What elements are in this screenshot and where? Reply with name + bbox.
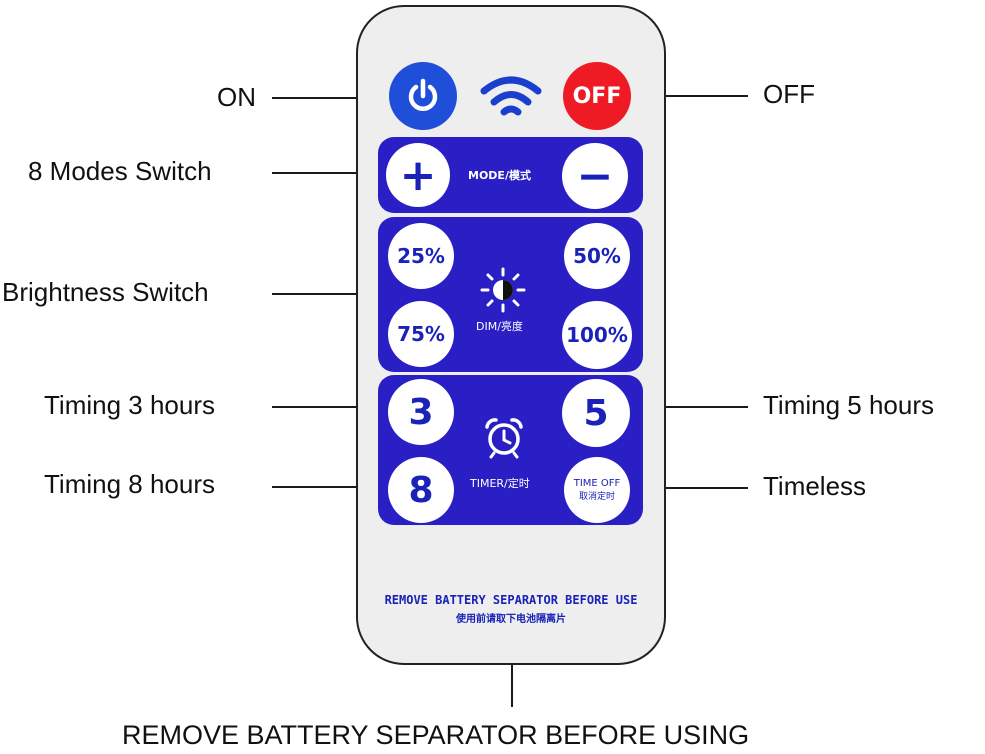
brightness-100-label: 100% bbox=[566, 323, 628, 347]
brightness-50-button[interactable]: 50% bbox=[564, 223, 630, 289]
leader-line-timing-8 bbox=[272, 486, 372, 488]
time-off-label-en: TIME OFF bbox=[573, 478, 621, 489]
dim-label: DIM/亮度 bbox=[476, 320, 523, 333]
leader-line-timing-5 bbox=[652, 406, 748, 408]
timer-label: TIMER/定时 bbox=[470, 477, 530, 490]
timer-8-hours-button[interactable]: 8 bbox=[388, 457, 454, 523]
leader-line-brightness bbox=[272, 293, 380, 295]
timer-panel: 3 5 TIMER/定时 8 TIME OFF 取消定时 bbox=[378, 375, 643, 525]
on-button[interactable] bbox=[389, 62, 457, 130]
timer-5-label: 5 bbox=[583, 392, 609, 434]
power-icon bbox=[408, 78, 438, 111]
callout-timing-5-hours: Timing 5 hours bbox=[763, 390, 934, 420]
leader-line-on bbox=[272, 97, 372, 99]
brightness-75-label: 75% bbox=[397, 322, 445, 346]
leader-line-bottom bbox=[511, 641, 513, 707]
callout-modes-switch: 8 Modes Switch bbox=[28, 156, 212, 186]
callout-off: OFF bbox=[763, 79, 815, 109]
callout-timeless: Timeless bbox=[763, 471, 867, 501]
callout-remove-battery-separator: REMOVE BATTERY SEPARATOR BEFORE USING bbox=[122, 720, 750, 750]
mode-minus-button[interactable]: − bbox=[562, 143, 628, 209]
mode-plus-button[interactable]: + bbox=[386, 143, 450, 207]
brightness-75-button[interactable]: 75% bbox=[388, 301, 454, 367]
timer-3-label: 3 bbox=[408, 391, 434, 433]
brightness-100-button[interactable]: 100% bbox=[562, 301, 632, 369]
timer-3-hours-button[interactable]: 3 bbox=[388, 379, 454, 445]
remove-separator-text-cn: 使用前请取下电池隔离片 bbox=[456, 614, 566, 625]
remove-separator-text-en: REMOVE BATTERY SEPARATOR BEFORE USE bbox=[384, 593, 638, 607]
brightness-25-button[interactable]: 25% bbox=[388, 223, 454, 289]
leader-line-timing-3 bbox=[272, 406, 372, 408]
brightness-50-label: 50% bbox=[573, 244, 621, 268]
time-off-button[interactable]: TIME OFF 取消定时 bbox=[564, 457, 630, 523]
leader-line-timeless bbox=[652, 487, 748, 489]
leader-line-off bbox=[652, 95, 748, 97]
callout-timing-3-hours: Timing 3 hours bbox=[44, 390, 215, 420]
brightness-sun-icon bbox=[480, 267, 526, 313]
minus-icon: − bbox=[576, 150, 614, 202]
brightness-25-label: 25% bbox=[397, 244, 445, 268]
callout-timing-8-hours: Timing 8 hours bbox=[44, 469, 215, 499]
plus-icon: + bbox=[399, 149, 437, 201]
leader-line-modes bbox=[272, 172, 380, 174]
callout-on: ON bbox=[217, 82, 256, 112]
callout-brightness-switch: Brightness Switch bbox=[2, 277, 209, 307]
timer-5-hours-button[interactable]: 5 bbox=[562, 379, 630, 447]
off-button[interactable]: OFF bbox=[563, 62, 631, 130]
dim-panel: 25% 50% DIM/亮度 7 bbox=[378, 217, 643, 372]
timer-8-label: 8 bbox=[408, 469, 434, 511]
remote-control: OFF + MODE/模式 − 25% 50% bbox=[356, 5, 666, 665]
alarm-clock-icon bbox=[482, 415, 526, 459]
mode-label: MODE/模式 bbox=[468, 169, 531, 182]
time-off-label-cn: 取消定时 bbox=[578, 492, 615, 502]
off-button-label: OFF bbox=[572, 83, 622, 109]
wifi-signal-icon bbox=[476, 69, 546, 125]
mode-panel: + MODE/模式 − bbox=[378, 137, 643, 213]
